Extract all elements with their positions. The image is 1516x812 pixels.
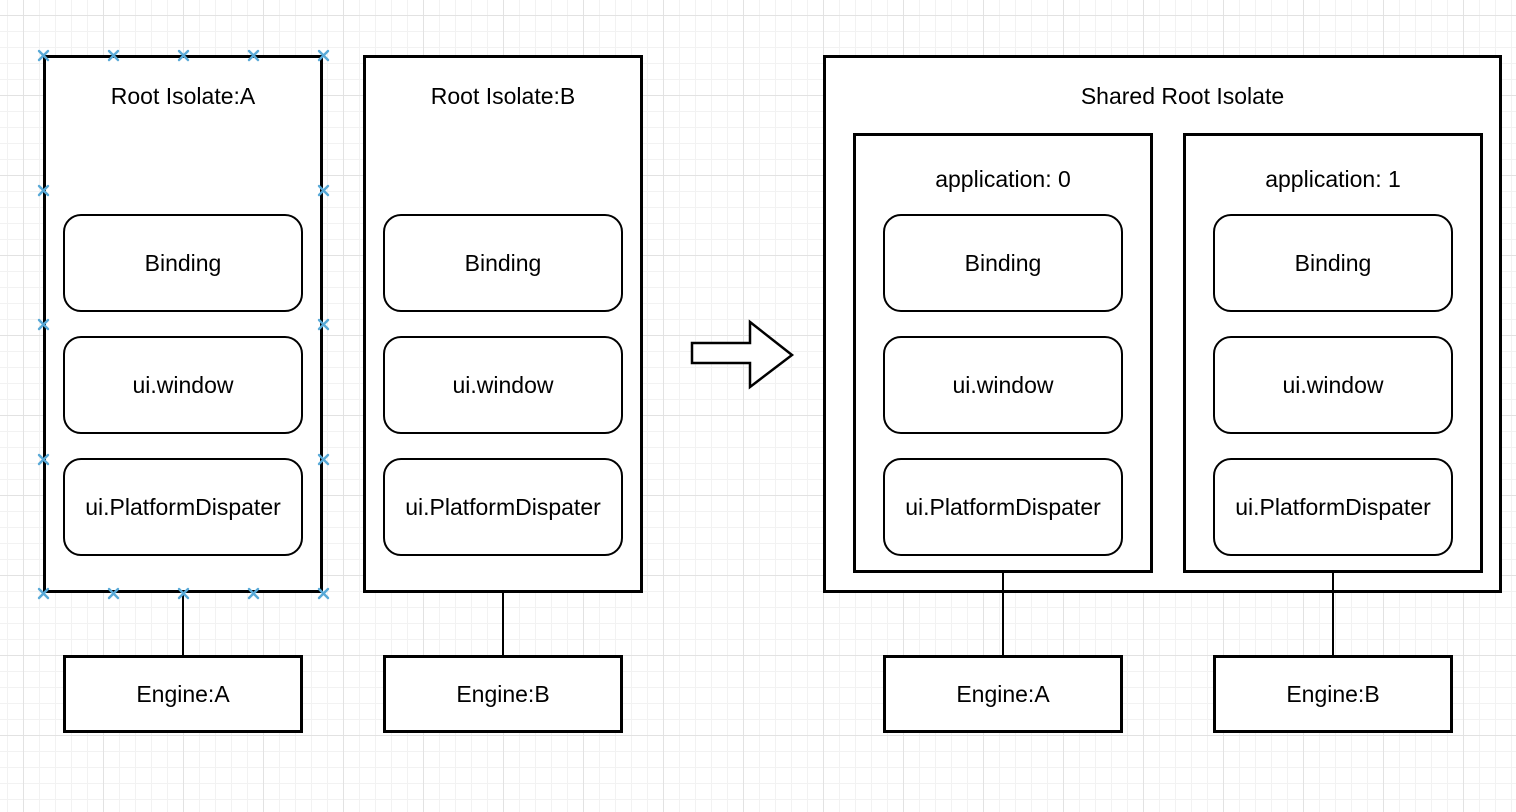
- selection-handle-icon[interactable]: [37, 318, 50, 331]
- ui-window-label: ui.window: [452, 371, 554, 398]
- selection-handle-icon[interactable]: [317, 318, 330, 331]
- selection-handle-icon[interactable]: [107, 49, 120, 62]
- engine-a-label: Engine:A: [136, 680, 230, 707]
- root-isolate-b-title: Root Isolate:B: [430, 83, 576, 109]
- selection-handle-icon[interactable]: [177, 587, 190, 600]
- selection-handle-icon[interactable]: [247, 49, 260, 62]
- ui-platformdispatcher-label: ui.PlatformDispater: [405, 493, 601, 520]
- selection-handle-icon[interactable]: [37, 453, 50, 466]
- ui-window-box[interactable]: ui.window: [1213, 336, 1453, 434]
- binding-label: Binding: [964, 249, 1042, 276]
- root-isolate-a-title: Root Isolate:A: [110, 83, 256, 109]
- selection-handle-icon[interactable]: [317, 587, 330, 600]
- connector-edge[interactable]: [182, 593, 184, 655]
- application-0-title: application: 0: [935, 166, 1071, 192]
- ui-window-label: ui.window: [952, 371, 1054, 398]
- ui-window-label: ui.window: [132, 371, 234, 398]
- selection-handle-icon[interactable]: [37, 49, 50, 62]
- binding-label: Binding: [144, 249, 222, 276]
- connector-edge[interactable]: [1332, 573, 1334, 655]
- selection-handle-icon[interactable]: [317, 453, 330, 466]
- connector-edge[interactable]: [502, 593, 504, 655]
- ui-platformdispatcher-box[interactable]: ui.PlatformDispater: [63, 458, 303, 556]
- ui-platformdispatcher-box[interactable]: ui.PlatformDispater: [383, 458, 623, 556]
- ui-platformdispatcher-label: ui.PlatformDispater: [1235, 493, 1431, 520]
- selection-handle-icon[interactable]: [177, 49, 190, 62]
- binding-label: Binding: [1294, 249, 1372, 276]
- right-block-arrow-icon[interactable]: [686, 316, 798, 394]
- ui-window-label: ui.window: [1282, 371, 1384, 398]
- binding-box[interactable]: Binding: [883, 214, 1123, 312]
- selection-handle-icon[interactable]: [317, 184, 330, 197]
- engine-b-label: Engine:B: [1286, 680, 1380, 707]
- engine-a-box[interactable]: Engine:A: [883, 655, 1123, 733]
- connector-edge[interactable]: [1002, 573, 1004, 655]
- engine-a-label: Engine:A: [956, 680, 1050, 707]
- ui-window-box[interactable]: ui.window: [883, 336, 1123, 434]
- engine-a-box[interactable]: Engine:A: [63, 655, 303, 733]
- ui-platformdispatcher-label: ui.PlatformDispater: [905, 493, 1101, 520]
- selection-handle-icon[interactable]: [37, 587, 50, 600]
- binding-label: Binding: [464, 249, 542, 276]
- ui-platformdispatcher-box[interactable]: ui.PlatformDispater: [883, 458, 1123, 556]
- engine-b-box[interactable]: Engine:B: [1213, 655, 1453, 733]
- selection-handle-icon[interactable]: [247, 587, 260, 600]
- engine-b-label: Engine:B: [456, 680, 550, 707]
- application-1-title: application: 1: [1265, 166, 1401, 192]
- engine-b-box[interactable]: Engine:B: [383, 655, 623, 733]
- selection-handle-icon[interactable]: [37, 184, 50, 197]
- binding-box[interactable]: Binding: [1213, 214, 1453, 312]
- ui-window-box[interactable]: ui.window: [63, 336, 303, 434]
- ui-window-box[interactable]: ui.window: [383, 336, 623, 434]
- selection-handle-icon[interactable]: [107, 587, 120, 600]
- ui-platformdispatcher-label: ui.PlatformDispater: [85, 493, 281, 520]
- shared-root-isolate-title: Shared Root Isolate: [1080, 83, 1285, 109]
- binding-box[interactable]: Binding: [383, 214, 623, 312]
- ui-platformdispatcher-box[interactable]: ui.PlatformDispater: [1213, 458, 1453, 556]
- binding-box[interactable]: Binding: [63, 214, 303, 312]
- selection-handle-icon[interactable]: [317, 49, 330, 62]
